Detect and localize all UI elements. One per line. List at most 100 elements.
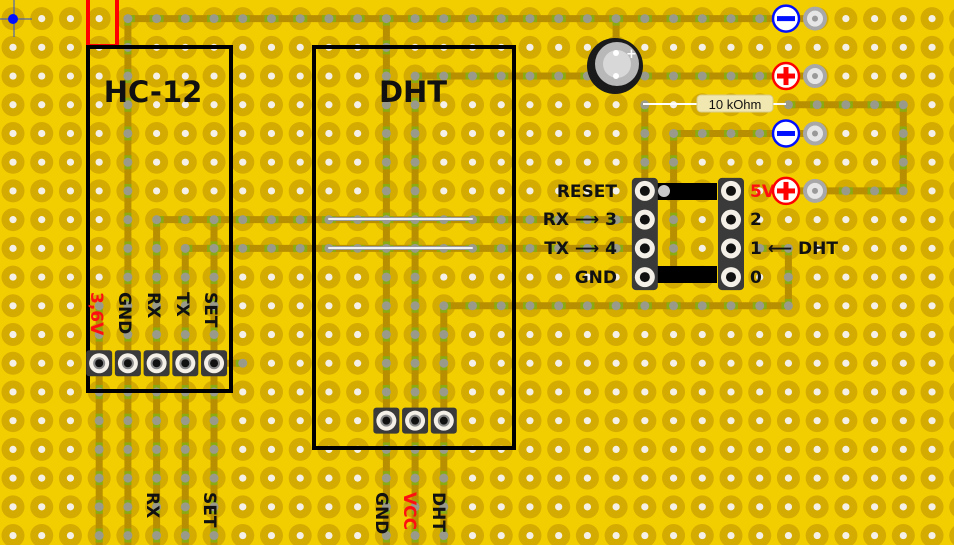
trace-joint [439, 14, 449, 24]
dht-pin-0[interactable] [373, 407, 400, 434]
pad-hole [468, 531, 477, 540]
pad-hole [813, 503, 821, 511]
pad-hole [210, 129, 218, 138]
pad-hole [813, 216, 821, 224]
pad [949, 239, 954, 258]
pad-hole [239, 302, 247, 310]
dht-pin-1[interactable] [402, 407, 429, 434]
pad-hole [727, 388, 735, 396]
pad-hole [899, 273, 907, 281]
pad-hole [153, 129, 161, 138]
pad-hole [813, 359, 821, 367]
screw-terminal[interactable] [803, 178, 827, 203]
pad-hole [555, 158, 563, 166]
pad-hole [267, 158, 276, 166]
bottom-label-rx: RX [142, 492, 162, 518]
pad-hole [526, 101, 534, 109]
pad-hole [871, 531, 879, 540]
pad-hole [9, 474, 17, 482]
hc12-pin-1[interactable] [114, 350, 141, 377]
trace-joint [180, 502, 190, 512]
trace-joint [611, 14, 621, 24]
pad-hole [440, 101, 448, 109]
pad-hole [612, 330, 620, 339]
pad-hole [497, 359, 505, 367]
trace-joint [381, 531, 391, 541]
terminal-minus-2[interactable] [771, 119, 827, 148]
pad-hole [66, 330, 75, 339]
pad-hole [267, 330, 276, 339]
resistor[interactable]: 10 kOhm [696, 94, 774, 113]
pad-hole [641, 531, 649, 540]
terminal-plus-1[interactable] [771, 61, 827, 91]
pad-hole [842, 244, 850, 252]
pad-hole [784, 417, 793, 425]
pad-hole [9, 531, 17, 540]
hc12-pin-header[interactable] [86, 350, 228, 377]
trace-joint [554, 301, 564, 311]
pad-hole [583, 474, 592, 482]
pad-hole [354, 302, 362, 310]
pad-hole [497, 503, 505, 511]
dht-pin-header[interactable] [373, 407, 457, 434]
pad-hole [784, 445, 793, 453]
pad-hole [526, 187, 534, 195]
screw-terminal[interactable] [803, 121, 827, 146]
pad-hole [95, 273, 103, 281]
hc12-pin-2[interactable] [143, 350, 170, 377]
pad-hole [612, 445, 620, 453]
trace-joint [841, 186, 851, 196]
hc12-pin-4[interactable] [201, 350, 228, 377]
pad-hole [440, 273, 448, 281]
pad-hole [842, 503, 850, 511]
hc12-pin-3[interactable] [172, 350, 199, 377]
hc12-pin-0[interactable] [86, 350, 113, 377]
terminal-minus-0[interactable] [771, 4, 827, 33]
resistor-label: 10 kOhm [709, 97, 762, 112]
dht-outline[interactable] [312, 45, 516, 450]
pad-hole [468, 101, 477, 109]
trace-joint [554, 71, 564, 81]
trace-joint [381, 186, 391, 196]
trace-joint [410, 157, 420, 167]
capacitor[interactable]: + [587, 38, 643, 94]
pad-hole [95, 187, 103, 195]
pad-hole [698, 445, 706, 453]
pad-hole [583, 359, 592, 367]
pad-hole [842, 273, 850, 281]
dht-pin-2[interactable] [430, 407, 457, 434]
pad-hole [555, 330, 563, 339]
screw-terminal[interactable] [803, 64, 827, 89]
socket-label-1-dht: 1 ⟵ DHT [750, 239, 838, 259]
pad-hole [813, 388, 821, 396]
attiny-socket[interactable] [631, 177, 744, 291]
screw-terminal[interactable] [803, 6, 827, 31]
trace-joint [123, 330, 133, 340]
trace-joint [381, 387, 391, 397]
pad-hole [756, 187, 764, 195]
pad-hole [784, 388, 793, 396]
pad-hole [296, 187, 304, 195]
trace-joint [669, 243, 679, 253]
pad-hole [871, 244, 879, 252]
trace-joint [381, 502, 391, 512]
pad-hole [153, 72, 161, 80]
origin-marker[interactable] [0, 0, 32, 37]
pad-hole [555, 388, 563, 396]
trace-joint [439, 502, 449, 512]
pad-hole [641, 359, 649, 367]
hc12-title: HC-12 [104, 75, 203, 109]
trace-joint [697, 71, 707, 81]
pad-hole [928, 417, 936, 425]
pad-hole [669, 43, 678, 51]
hc12-outline[interactable] [86, 45, 233, 393]
pad-hole [9, 359, 17, 367]
pad-hole [267, 129, 276, 138]
terminal-plus-3[interactable] [771, 176, 827, 206]
pad-hole [928, 216, 936, 224]
trace-joint [554, 14, 564, 24]
pad-hole [871, 72, 879, 80]
trace-joint [582, 301, 592, 311]
pad-hole [526, 388, 534, 396]
trace-joint [94, 444, 104, 454]
